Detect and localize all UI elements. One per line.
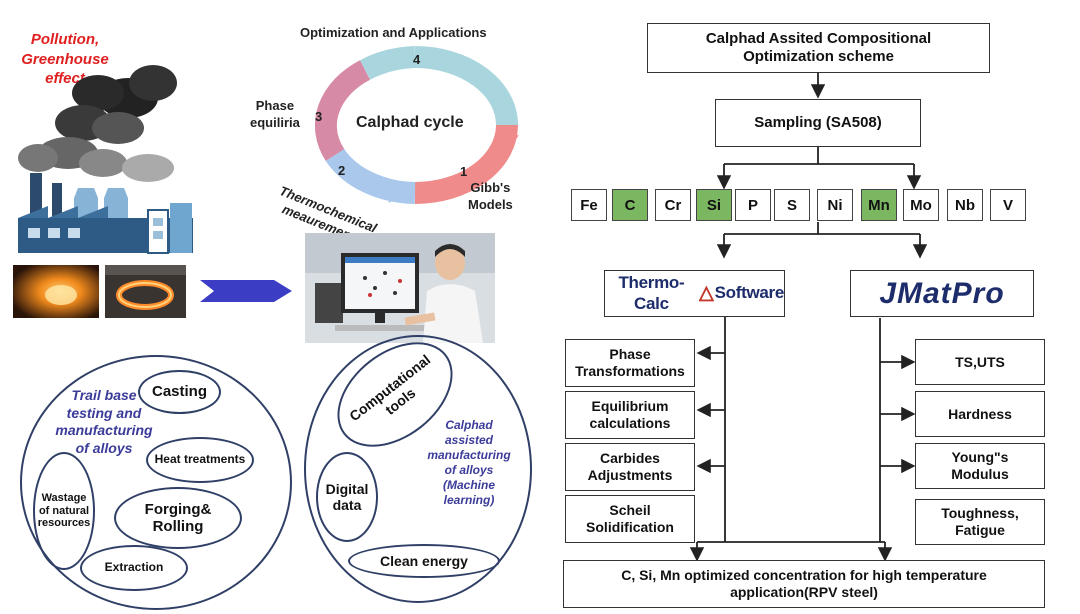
manufacturing-bubble xyxy=(20,355,292,610)
equilibrium-label: Equilibrium calculations xyxy=(589,398,671,431)
element-mn: Mn xyxy=(861,189,897,221)
carbides-box: Carbides Adjustments xyxy=(565,443,695,491)
cycle-number-4: 4 xyxy=(413,52,421,67)
element-ni: Ni xyxy=(817,189,853,221)
thermocalc-box: Thermo-Calc Software xyxy=(604,270,785,317)
process-arrow-icon xyxy=(200,280,292,302)
hardness-box: Hardness xyxy=(915,391,1045,437)
ts-uts-box: TS,UTS xyxy=(915,339,1045,385)
element-cr: Cr xyxy=(655,189,691,221)
element-ni-label: Ni xyxy=(827,196,843,214)
clean-energy-oval: Clean energy xyxy=(348,544,500,578)
element-c: C xyxy=(612,189,648,221)
cycle-number-1: 1 xyxy=(460,164,468,179)
element-mo: Mo xyxy=(903,189,939,221)
thermocalc-label-1: Thermo-Calc xyxy=(618,273,685,313)
element-cr-label: Cr xyxy=(664,196,682,214)
element-si: Si xyxy=(696,189,732,221)
element-s: S xyxy=(774,189,810,221)
toughness-label: Toughness, Fatigue xyxy=(941,505,1019,538)
element-si-label: Si xyxy=(706,196,722,214)
element-v-label: V xyxy=(1002,196,1013,214)
casting-oval: Casting xyxy=(138,370,221,414)
smoke-cloud-icon xyxy=(18,65,177,182)
thermocalc-logo-icon xyxy=(698,285,714,301)
jmatpro-box: JMatPro xyxy=(850,270,1034,317)
trail-base-text: Trail base testing and manufacturing of … xyxy=(55,387,153,456)
wastage-label: Wastage of natural resources xyxy=(37,492,91,530)
computational-bubble xyxy=(304,335,532,603)
molten-metal-photo xyxy=(13,265,99,318)
casting-label: Casting xyxy=(151,383,207,401)
element-c-label: C xyxy=(624,196,636,214)
heat-treatments-label: Heat treatments xyxy=(154,452,246,467)
factory-icon xyxy=(18,173,193,254)
hardness-label: Hardness xyxy=(948,405,1012,422)
forging-ring-photo xyxy=(105,265,186,318)
phase-equilibria-label: Phase equiliria xyxy=(250,98,300,130)
carbides-label: Carbides Adjustments xyxy=(587,450,673,483)
factory-illustration xyxy=(18,65,193,254)
forging-oval: Forging& Rolling xyxy=(114,487,242,549)
element-nb: Nb xyxy=(947,189,983,221)
youngs-modulus-label: Young"s Modulus xyxy=(951,449,1009,482)
element-s-label: S xyxy=(786,196,797,214)
sampling-label: Sampling (SA508) xyxy=(754,114,882,131)
digital-data-label: Digital data xyxy=(325,480,369,513)
ts-uts-label: TS,UTS xyxy=(955,353,1005,370)
element-p: P xyxy=(735,189,771,221)
extraction-oval: Extraction xyxy=(80,545,188,591)
extraction-label: Extraction xyxy=(104,560,164,575)
element-p-label: P xyxy=(747,196,758,214)
final-result-box: C, Si, Mn optimized concentration for hi… xyxy=(563,560,1045,608)
youngs-modulus-box: Young"s Modulus xyxy=(915,443,1045,489)
phase-transformations-box: Phase Transformations xyxy=(565,339,695,387)
equilibrium-box: Equilibrium calculations xyxy=(565,391,695,439)
element-fe: Fe xyxy=(571,189,607,221)
cycle-number-2: 2 xyxy=(338,163,346,178)
element-mn-label: Mn xyxy=(868,196,890,214)
wastage-oval: Wastage of natural resources xyxy=(33,452,95,570)
forging-label: Forging& Rolling xyxy=(144,500,212,535)
element-nb-label: Nb xyxy=(955,196,975,214)
heat-treatments-oval: Heat treatments xyxy=(146,437,254,483)
element-v: V xyxy=(990,189,1026,221)
jmatpro-label: JMatPro xyxy=(879,276,1005,310)
toughness-box: Toughness, Fatigue xyxy=(915,499,1045,545)
cycle-top-label: Optimization and Applications xyxy=(300,25,487,40)
sampling-box: Sampling (SA508) xyxy=(715,99,921,147)
cycle-number-3: 3 xyxy=(315,109,323,124)
scheil-label: Scheil Solidification xyxy=(586,502,674,535)
scheil-box: Scheil Solidification xyxy=(565,495,695,543)
pollution-label: Pollution, Greenhouse effect xyxy=(21,31,109,87)
scheme-title-box: Calphad Assited Compositional Optimizati… xyxy=(647,23,990,73)
cycle-center-label: Calphad cycle xyxy=(356,114,464,131)
scheme-title: Calphad Assited Compositional Optimizati… xyxy=(705,30,932,65)
final-result-label: C, Si, Mn optimized concentration for hi… xyxy=(621,567,987,600)
calphad-assisted-text: Calphad assisted manufacturing of alloys… xyxy=(427,418,511,507)
calphad-cycle-ring xyxy=(315,46,519,204)
digital-data-oval: Digital data xyxy=(316,452,378,542)
computer-user-photo xyxy=(305,233,495,343)
phase-transformations-label: Phase Transformations xyxy=(575,346,685,379)
element-mo-label: Mo xyxy=(910,196,932,214)
thermocalc-label-2: Software xyxy=(714,283,785,303)
element-fe-label: Fe xyxy=(580,196,598,214)
clean-energy-label: Clean energy xyxy=(380,552,468,569)
gibbs-models-label: Gibb's Models xyxy=(468,180,513,212)
